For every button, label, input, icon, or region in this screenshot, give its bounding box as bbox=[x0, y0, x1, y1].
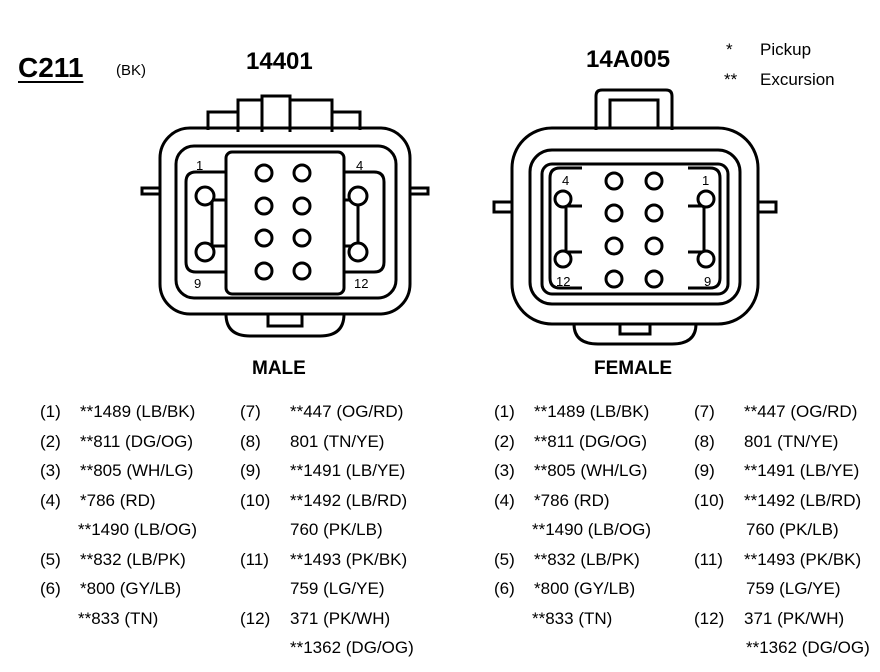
female-pin-number: (6) bbox=[494, 579, 515, 598]
male-pin-number: (5) bbox=[40, 549, 61, 569]
female-corner-9: 9 bbox=[704, 274, 712, 289]
female-pin-circuit: **832 (LB/PK) bbox=[534, 549, 640, 569]
male-pin-number: (12) bbox=[240, 608, 271, 628]
female-pin-circuit: 371 (PK/WH) bbox=[744, 608, 845, 628]
female-pin-number: (4) bbox=[494, 490, 515, 510]
connector-color: (BK) bbox=[116, 62, 146, 79]
female-pin-circuit: **833 (TN) bbox=[532, 608, 613, 628]
connector-id: C211 bbox=[18, 52, 84, 83]
female-pin-number: (3) bbox=[494, 461, 515, 480]
female-pin-number: (8) bbox=[694, 431, 715, 451]
female-corner-1: 1 bbox=[702, 173, 710, 188]
male-pin-circuit: **1491 (LB/YE) bbox=[290, 461, 406, 480]
female-label: FEMALE bbox=[594, 358, 673, 379]
female-pin-number: (5) bbox=[494, 549, 515, 569]
female-pin-circuit: *800 (GY/LB) bbox=[534, 579, 636, 598]
male-pin-number: (7) bbox=[240, 402, 261, 421]
legend-symbol-pickup: * bbox=[726, 40, 733, 59]
male-pin-circuit: *786 (RD) bbox=[80, 490, 156, 510]
male-pin-circuit: **1492 (LB/RD) bbox=[290, 490, 408, 510]
male-pin-circuit: 759 (LG/YE) bbox=[290, 579, 385, 598]
male-pin-circuit: 371 (PK/WH) bbox=[290, 608, 391, 628]
legend-text-pickup: Pickup bbox=[760, 40, 812, 59]
legend-text-excursion: Excursion bbox=[760, 70, 835, 89]
female-pin-circuit: **1490 (LB/OG) bbox=[532, 520, 652, 539]
female-pin-circuit: 759 (LG/YE) bbox=[746, 579, 841, 598]
male-pin-circuit: **833 (TN) bbox=[78, 608, 159, 628]
male-pin-circuit: **1362 (DG/OG) bbox=[290, 638, 414, 657]
female-pin-circuit: **1362 (DG/OG) bbox=[746, 638, 870, 657]
male-pin-number: (11) bbox=[240, 549, 269, 569]
male-pin-number: (2) bbox=[40, 431, 61, 451]
male-pin-cavities bbox=[194, 163, 369, 281]
female-pin-circuit: *786 (RD) bbox=[534, 490, 610, 510]
female-pin-number: (12) bbox=[694, 608, 725, 628]
male-pin-number: (9) bbox=[240, 461, 261, 480]
male-pin-circuit: **1490 (LB/OG) bbox=[78, 520, 198, 539]
female-pin-cavities bbox=[553, 171, 716, 289]
female-corner-4: 4 bbox=[562, 173, 570, 188]
female-pin-circuit: **1493 (PK/BK) bbox=[744, 549, 862, 569]
female-pin-circuit: **805 (WH/LG) bbox=[534, 461, 648, 480]
male-corner-9: 9 bbox=[194, 276, 202, 291]
female-pin-circuit: **1491 (LB/YE) bbox=[744, 461, 860, 480]
male-pin-circuit: **447 (OG/RD) bbox=[290, 402, 404, 421]
male-pin-number: (1) bbox=[40, 402, 61, 421]
male-pin-circuit: **805 (WH/LG) bbox=[80, 461, 194, 480]
female-part-number: 14A005 bbox=[586, 46, 671, 73]
female-pin-number: (7) bbox=[694, 402, 715, 421]
female-pin-circuit: **1492 (LB/RD) bbox=[744, 490, 862, 510]
male-pin-number: (8) bbox=[240, 431, 261, 451]
male-pin-circuit: **1493 (PK/BK) bbox=[290, 549, 408, 569]
female-pin-number: (10) bbox=[694, 490, 725, 510]
female-pin-circuit: 801 (TN/YE) bbox=[744, 431, 839, 451]
male-pin-number: (10) bbox=[240, 490, 271, 510]
male-pin-number: (4) bbox=[40, 490, 61, 510]
female-pin-number: (1) bbox=[494, 402, 515, 421]
male-pin-circuit: 801 (TN/YE) bbox=[290, 431, 385, 451]
male-corner-4: 4 bbox=[356, 158, 364, 173]
male-pin-circuit: **832 (LB/PK) bbox=[80, 549, 186, 569]
female-pin-circuit: **1489 (LB/BK) bbox=[534, 402, 650, 421]
female-pin-circuit: **811 (DG/OG) bbox=[534, 431, 648, 451]
female-pin-number: (2) bbox=[494, 431, 515, 451]
female-corner-12: 12 bbox=[556, 274, 571, 289]
male-label: MALE bbox=[252, 358, 306, 379]
female-pin-circuit: 760 (PK/LB) bbox=[746, 520, 839, 539]
male-pin-number: (6) bbox=[40, 579, 61, 598]
male-corner-12: 12 bbox=[354, 276, 369, 291]
male-pin-circuit: *800 (GY/LB) bbox=[80, 579, 182, 598]
female-pin-circuit: **447 (OG/RD) bbox=[744, 402, 858, 421]
male-pin-circuit: **1489 (LB/BK) bbox=[80, 402, 196, 421]
male-pin-number: (3) bbox=[40, 461, 61, 480]
female-pin-number: (9) bbox=[694, 461, 715, 480]
male-pin-circuit: **811 (DG/OG) bbox=[80, 431, 194, 451]
legend-symbol-excursion: ** bbox=[724, 70, 738, 89]
male-part-number: 14401 bbox=[246, 48, 313, 75]
male-pin-circuit: 760 (PK/LB) bbox=[290, 520, 383, 539]
male-corner-1: 1 bbox=[196, 158, 204, 173]
female-pin-number: (11) bbox=[694, 549, 723, 569]
